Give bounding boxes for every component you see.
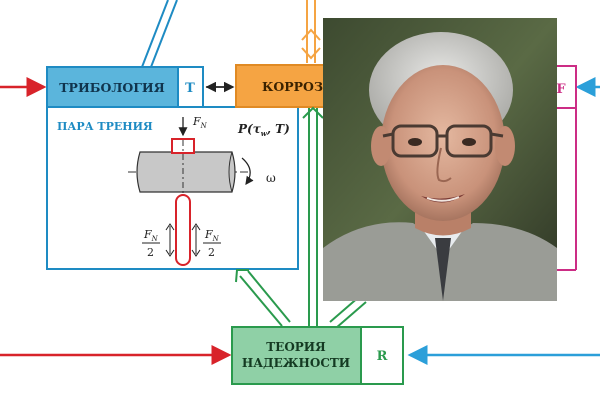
friction-pair-box: [46, 106, 299, 270]
tribology-title: ТРИБОЛОГИЯ: [59, 80, 165, 95]
reliability-title-box: [231, 326, 362, 385]
fatigue-code: F: [556, 82, 566, 97]
friction-formula: P(τw, T): [237, 122, 290, 138]
svg-text:FN: FN: [204, 228, 220, 243]
corrosion-vertical-arrow: [301, 0, 321, 63]
corrosion-box: [235, 64, 327, 108]
svg-text:FN: FN: [143, 228, 159, 243]
connector-up-1: [141, 0, 169, 68]
tribology-code: T: [185, 81, 195, 96]
portrait-image: [323, 18, 557, 301]
omega-label: ω: [266, 171, 276, 185]
reliability-line1: ТЕОРИЯ: [266, 340, 326, 354]
green-connectors: [235, 106, 367, 329]
fn-label: FN: [192, 115, 208, 130]
reliability-line2: НАДЕЖНОСТИ: [242, 356, 350, 370]
friction-pair-title: ПАРА ТРЕНИЯ: [57, 120, 153, 133]
tribology-code-box: [177, 66, 204, 108]
reliability-code: R: [377, 349, 388, 364]
connector-up-2: [150, 0, 178, 68]
reliability-code-box: [360, 326, 404, 385]
svg-text:2: 2: [147, 246, 154, 259]
half-force-right: FN 2: [191, 223, 221, 259]
corrosion-title: КОРРОЗ: [262, 79, 323, 94]
shaft-drawing: [128, 117, 254, 266]
portrait-photo: [323, 18, 557, 301]
half-force-left: FN 2: [142, 223, 175, 259]
svg-text:2: 2: [208, 246, 215, 259]
